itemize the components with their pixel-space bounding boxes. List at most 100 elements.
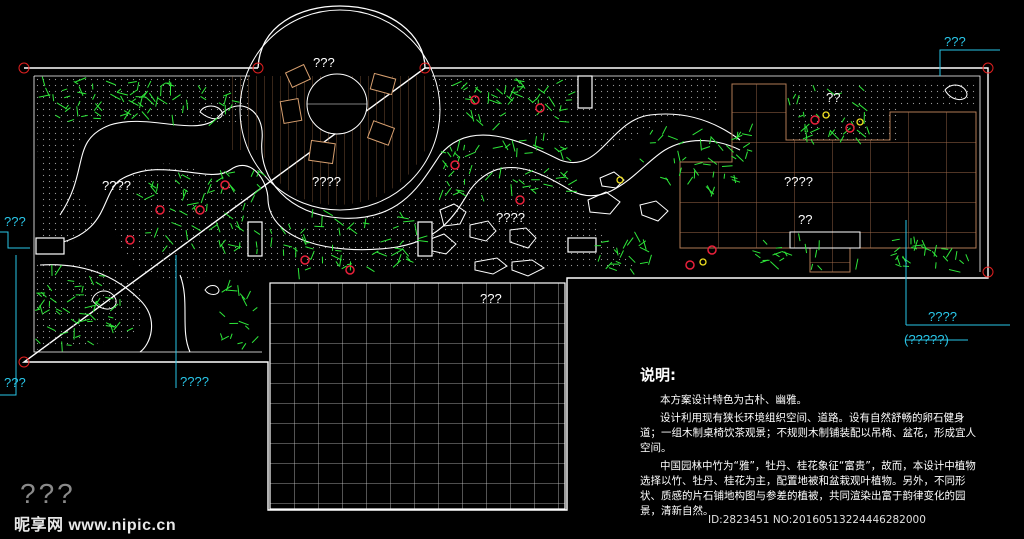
- label-lawn-left: ????: [102, 178, 131, 193]
- plant-stroke: [256, 171, 260, 177]
- plant-stroke: [805, 126, 809, 133]
- plant-stroke: [784, 251, 788, 257]
- plant-stroke: [681, 156, 687, 161]
- plant-stroke: [959, 259, 965, 265]
- flower-mark: [685, 260, 695, 270]
- plant-stroke: [392, 225, 399, 229]
- plant-stroke: [762, 239, 768, 245]
- plant-stroke: [339, 254, 342, 267]
- design-notes: 说明: 本方案设计特色为古朴、幽雅。 设计利用现有狭长环境组织空间、道路。设有自…: [640, 364, 980, 522]
- plant-stroke: [94, 111, 102, 117]
- plant-stroke: [113, 321, 121, 331]
- plant-stroke: [629, 268, 635, 275]
- plant-stroke: [455, 189, 465, 192]
- flower-mark-yellow: [616, 176, 624, 184]
- plant-stroke: [543, 85, 549, 93]
- plant-stroke: [110, 93, 121, 100]
- plant-stroke: [120, 95, 125, 103]
- plant-stroke: [155, 183, 159, 192]
- plant-stroke: [241, 215, 244, 222]
- flower-mark: [220, 180, 230, 190]
- plant-stroke: [787, 97, 791, 106]
- flower-mark: [470, 95, 480, 105]
- plant-stroke: [477, 114, 482, 123]
- plant-stroke: [39, 304, 44, 315]
- plant-stroke: [116, 88, 122, 93]
- plant-stroke: [253, 187, 262, 195]
- plant-stroke: [331, 254, 342, 261]
- plant-stroke: [942, 255, 949, 262]
- plant-stroke: [105, 296, 114, 300]
- plant-stroke: [54, 264, 62, 276]
- plant-stroke: [187, 202, 199, 206]
- notes-paragraph-2: 设计利用现有狭长环境组织空间、道路。设有自然舒畅的卵石健身道；一组木制桌椅饮茶观…: [640, 412, 976, 454]
- plant-stroke: [334, 218, 344, 226]
- plant-stroke: [648, 254, 652, 265]
- plant-stroke: [67, 280, 75, 282]
- plant-stroke: [543, 183, 553, 187]
- paved-plaza: [679, 83, 977, 273]
- plant-stroke: [81, 285, 84, 293]
- plant-stroke: [496, 88, 504, 95]
- plant-stroke: [401, 248, 410, 257]
- plant-stroke: [503, 85, 507, 95]
- plant-stroke: [250, 194, 255, 203]
- plant-stroke: [228, 104, 233, 111]
- plant-stroke: [418, 235, 428, 239]
- plant-stroke: [35, 308, 41, 311]
- plant-stroke: [559, 120, 570, 123]
- plant-stroke: [752, 250, 761, 254]
- plant-stroke: [207, 178, 213, 185]
- plant-stroke: [78, 86, 84, 96]
- plant-stroke: [394, 247, 404, 251]
- plant-stroke: [443, 162, 447, 170]
- label-pavilion: ???: [313, 55, 335, 70]
- label-plaza-small: ??: [798, 212, 812, 227]
- plant-stroke: [744, 151, 748, 159]
- plant-stroke: [851, 102, 859, 108]
- plant-stroke: [452, 151, 456, 157]
- plant-stroke: [283, 244, 293, 248]
- plant-stroke: [829, 129, 836, 136]
- plant-stroke: [251, 336, 259, 344]
- plant-stroke: [107, 316, 114, 319]
- plant-stroke: [78, 318, 90, 323]
- plant-stroke: [626, 237, 634, 246]
- plant-stroke: [512, 179, 518, 183]
- plant-stroke: [447, 151, 452, 158]
- plant-stroke: [639, 158, 645, 163]
- plant-stroke: [89, 314, 96, 321]
- plant-stroke: [638, 240, 647, 247]
- plant-stroke: [105, 80, 116, 86]
- callout-labels: ??? ??? ??? ???? ???? (?????): [4, 34, 966, 390]
- plant-stroke: [269, 228, 273, 234]
- plant-stroke: [59, 331, 69, 335]
- plant-stroke: [255, 241, 258, 248]
- plant-stroke: [513, 92, 523, 98]
- plant-stroke: [814, 249, 818, 258]
- boulders: [91, 84, 968, 310]
- plant-stroke: [518, 179, 525, 185]
- groundcover-areas: [36, 78, 978, 350]
- plant-stroke: [323, 209, 334, 217]
- plant-stroke: [224, 170, 230, 177]
- plant-stroke: [153, 227, 159, 238]
- plant-stroke: [191, 225, 201, 232]
- plant-stroke: [921, 245, 932, 252]
- plant-stroke: [79, 312, 91, 316]
- plant-stroke: [223, 92, 232, 97]
- plant-stroke: [826, 88, 835, 96]
- plant-stroke: [516, 148, 518, 158]
- plant-stroke: [253, 230, 261, 235]
- plant-stroke: [775, 246, 783, 249]
- plant-stroke: [709, 136, 712, 145]
- plant-stroke: [559, 105, 562, 112]
- plant-stroke: [515, 77, 521, 85]
- plant-stroke: [130, 98, 137, 103]
- plant-stroke: [201, 86, 207, 94]
- plant-stroke: [162, 245, 168, 253]
- plant-stroke: [241, 296, 248, 307]
- plant-stroke: [913, 239, 919, 251]
- plant-stroke: [566, 156, 572, 162]
- plant-stroke: [649, 129, 654, 135]
